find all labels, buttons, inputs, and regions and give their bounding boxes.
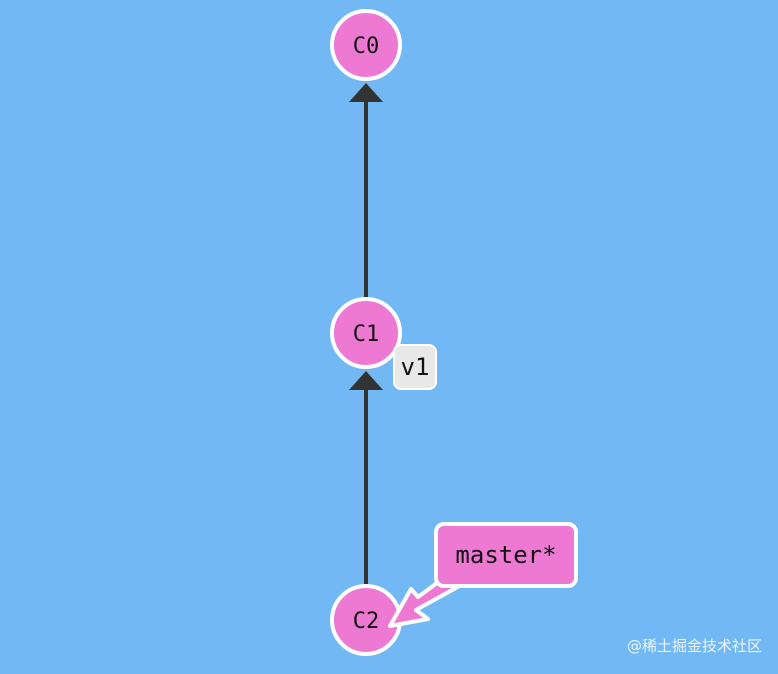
branch-label: master* bbox=[455, 541, 557, 569]
tag-v1[interactable]: v1 bbox=[393, 344, 437, 390]
commit-c0[interactable]: C0 bbox=[330, 9, 402, 81]
watermark: @稀土掘金技术社区 bbox=[626, 637, 762, 655]
commit-c0-label: C0 bbox=[353, 34, 380, 59]
commit-c1[interactable]: C1 bbox=[330, 297, 402, 369]
arrowhead-c1 bbox=[349, 371, 383, 390]
tag-label: v1 bbox=[400, 353, 430, 381]
commit-c1-label: C1 bbox=[353, 322, 380, 347]
branch-master[interactable]: master* bbox=[434, 522, 578, 588]
commit-c2-label: C2 bbox=[353, 609, 380, 634]
commit-c2[interactable]: C2 bbox=[330, 584, 402, 656]
arrowhead-c0 bbox=[349, 83, 383, 102]
